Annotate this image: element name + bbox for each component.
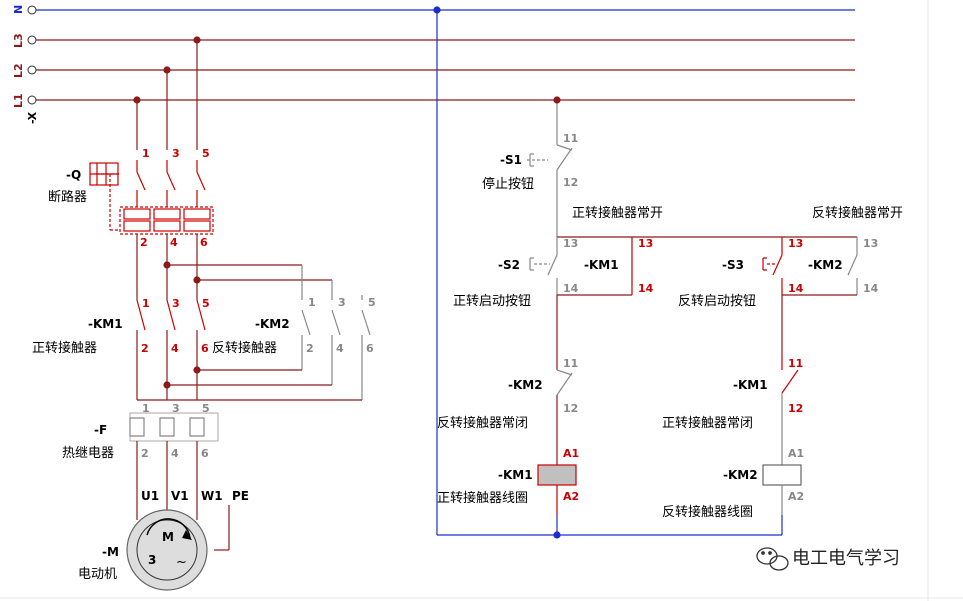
svg-text:2: 2	[140, 236, 148, 249]
svg-text:4: 4	[171, 447, 179, 460]
svg-text:2: 2	[141, 342, 149, 355]
svg-text:5: 5	[202, 402, 210, 415]
svg-text:13: 13	[863, 237, 878, 250]
svg-text:14: 14	[863, 282, 879, 295]
svg-text:6: 6	[201, 342, 209, 355]
q-name: 断路器	[48, 189, 87, 205]
km2-nc-tag: -KM2	[508, 378, 543, 392]
f-name: 热继电器	[62, 446, 114, 461]
svg-text:A1: A1	[563, 447, 579, 460]
s2-name: 正转启动按钮	[453, 294, 531, 309]
svg-text:3: 3	[172, 297, 180, 310]
svg-text:M: M	[162, 530, 174, 544]
svg-text:A1: A1	[788, 447, 804, 460]
km2-coil-tag: -KM2	[723, 468, 758, 482]
km1-name: 正转接触器	[32, 340, 97, 356]
km1-nc-name: 正转接触器常闭	[662, 415, 753, 431]
km2-name: 反转接触器	[212, 340, 277, 356]
s3-name: 反转启动按钮	[678, 294, 756, 309]
m-tag: -M	[102, 545, 119, 559]
km1-coil-tag: -KM1	[498, 468, 533, 482]
s1-tag: -S1	[500, 153, 522, 167]
km1-nc-tag: -KM1	[733, 378, 768, 392]
svg-text:A2: A2	[788, 490, 804, 503]
km2-nc-name: 反转接触器常闭	[437, 415, 528, 431]
km1-aux-tag: -KM1	[584, 258, 619, 272]
main-labels: -Q 断路器 1 3 5 2 4 6 -KM1 正转接触器 1 3 5 2 4 …	[32, 147, 376, 582]
s2-tag: -S2	[498, 258, 520, 272]
svg-text:5: 5	[368, 296, 376, 309]
svg-text:1: 1	[142, 297, 150, 310]
svg-text:6: 6	[200, 236, 208, 249]
svg-text:12: 12	[788, 402, 803, 415]
svg-text:11: 11	[563, 132, 578, 145]
svg-text:11: 11	[563, 357, 578, 370]
svg-text:13: 13	[563, 237, 578, 250]
f-tag: -F	[94, 423, 107, 437]
svg-text:W1: W1	[201, 489, 223, 503]
svg-text:12: 12	[563, 176, 578, 189]
km2-aux-tag: -KM2	[808, 258, 843, 272]
svg-text:14: 14	[638, 282, 654, 295]
svg-text:13: 13	[638, 237, 653, 250]
bus-label-l3: L3	[12, 33, 25, 48]
bus-label-l2: L2	[12, 63, 25, 78]
svg-text:2: 2	[141, 447, 149, 460]
s3-tag: -S3	[722, 258, 744, 272]
km1-no-title: 正转接触器常开	[572, 205, 663, 221]
svg-text:2: 2	[306, 342, 314, 355]
svg-text:1: 1	[142, 147, 150, 160]
km2-no-title: 反转接触器常开	[812, 205, 903, 221]
svg-text:14: 14	[788, 282, 804, 295]
svg-text:3: 3	[172, 147, 180, 160]
main-circuit	[89, 36, 371, 591]
control-circuit	[433, 6, 858, 539]
bus-label-x: -X	[26, 111, 39, 124]
wechat-icon	[756, 547, 789, 571]
svg-text:6: 6	[366, 342, 374, 355]
watermark: 电工电气学习	[756, 547, 900, 571]
svg-text:~: ~	[176, 555, 187, 570]
svg-text:1: 1	[142, 402, 150, 415]
bus-labels: N L3 L2 L1 -X	[12, 5, 39, 124]
svg-text:A2: A2	[563, 490, 579, 503]
svg-text:4: 4	[170, 236, 178, 249]
km2-tag: -KM2	[255, 317, 290, 331]
svg-text:3: 3	[148, 553, 156, 567]
svg-text:6: 6	[201, 447, 209, 460]
svg-text:1: 1	[308, 296, 316, 309]
svg-text:5: 5	[202, 147, 210, 160]
watermark-text: 电工电气学习	[792, 548, 900, 569]
svg-text:3: 3	[338, 296, 346, 309]
svg-text:11: 11	[788, 357, 803, 370]
svg-text:PE: PE	[232, 489, 249, 503]
svg-text:4: 4	[171, 342, 179, 355]
q-tag: -Q	[66, 168, 81, 182]
m-name: 电动机	[78, 567, 117, 582]
svg-text:14: 14	[563, 282, 579, 295]
svg-text:13: 13	[788, 237, 803, 250]
control-labels: -S1 停止按钮 11 12 正转接触器常开 反转接触器常开 -S2 正转启动按…	[437, 132, 903, 520]
km1-coil-name: 正转接触器线圈	[437, 490, 528, 506]
bus-label-n: N	[12, 5, 25, 14]
s1-name: 停止按钮	[482, 176, 534, 192]
svg-text:4: 4	[336, 342, 344, 355]
svg-text:U1: U1	[141, 489, 159, 503]
bus-lines	[27, 5, 855, 105]
km2-coil-name: 反转接触器线圈	[662, 504, 753, 520]
svg-text:3: 3	[172, 402, 180, 415]
km1-tag: -KM1	[88, 317, 123, 331]
svg-text:V1: V1	[171, 489, 189, 503]
svg-text:5: 5	[202, 297, 210, 310]
bus-label-l1: L1	[12, 93, 25, 108]
svg-text:12: 12	[563, 402, 578, 415]
